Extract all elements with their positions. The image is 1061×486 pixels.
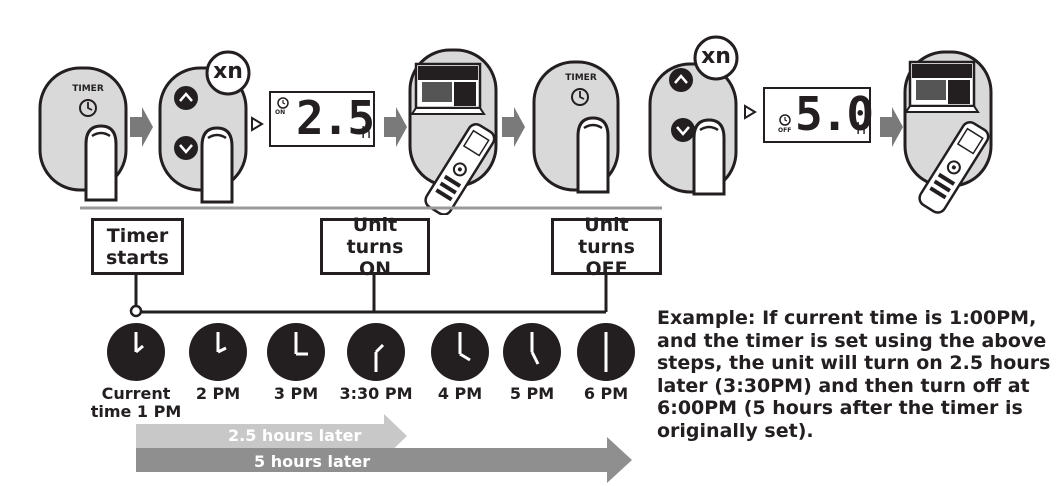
event-timer-starts-line1: Timer (106, 224, 169, 247)
step-arrow (130, 107, 903, 147)
display-indicator-off: OFF (778, 127, 792, 134)
clock-1pm (107, 323, 165, 381)
remote-panel-2 (903, 50, 993, 215)
clock-5pm (503, 323, 561, 381)
clock-label-5pm: 5 PM (509, 384, 555, 403)
event-timer-starts-line2: starts (106, 246, 169, 269)
lcd-display-panel-2 (763, 87, 871, 143)
remote-panel-1 (408, 48, 499, 215)
clock-4pm (431, 323, 489, 381)
display-value-1: 2.5 (296, 91, 375, 145)
example-text: Example: If current time is 1:00PM, and … (657, 307, 1051, 442)
updown-button-panel-2 (648, 35, 739, 196)
event-unit-off: Unit turns OFF (551, 214, 662, 280)
updown-button-panel-1 (158, 50, 251, 204)
display-unit-1: h (361, 123, 372, 142)
event-unit-on-line2: ON (358, 257, 392, 280)
clock-label-3pm: 3 PM (273, 384, 319, 403)
clock-label-330pm: 3:30 PM (339, 384, 413, 403)
clock-6pm (577, 323, 635, 381)
repeat-badge-2: xn (701, 44, 731, 69)
clock-label-6pm: 6 PM (583, 384, 629, 403)
timer-button-panel-1 (38, 66, 128, 202)
start-marker (129, 304, 143, 318)
clock-label-1pm-line2: time 1 PM (90, 402, 182, 421)
arrow-2-5-hours (136, 414, 407, 458)
event-unit-on-line1: Unit turns (346, 213, 404, 258)
clock-label-2pm: 2 PM (195, 384, 241, 403)
arrow-label-short: 2.5 hours later (228, 426, 362, 445)
event-unit-on: Unit turns ON (320, 214, 430, 280)
lcd-display-panel-1 (269, 91, 375, 147)
event-unit-off-line1: Unit turns (578, 213, 635, 258)
clock-label-4pm: 4 PM (437, 384, 483, 403)
timer-label-2: TIMER (565, 73, 597, 83)
repeat-badge-1: xn (213, 59, 243, 84)
timer-label-1: TIMER (72, 84, 104, 94)
timer-button-panel-2 (532, 60, 620, 194)
arrow-5-hours (136, 437, 632, 483)
clock-2pm (189, 323, 247, 381)
steps-illustration (38, 35, 993, 215)
arrow-label-long: 5 hours later (254, 452, 371, 471)
clock-label-1pm-line1: Current (101, 384, 171, 403)
event-unit-off-line2: OFF (585, 257, 628, 280)
display-value-2: 5.0 (795, 87, 874, 141)
event-timer-starts: Timer starts (91, 218, 184, 275)
display-indicator-on: ON (275, 109, 286, 116)
display-unit-2: h (856, 119, 867, 138)
clock-330pm (347, 323, 405, 381)
clock-label-1pm: Current time 1 PM (86, 385, 186, 421)
clock-3pm (267, 323, 325, 381)
